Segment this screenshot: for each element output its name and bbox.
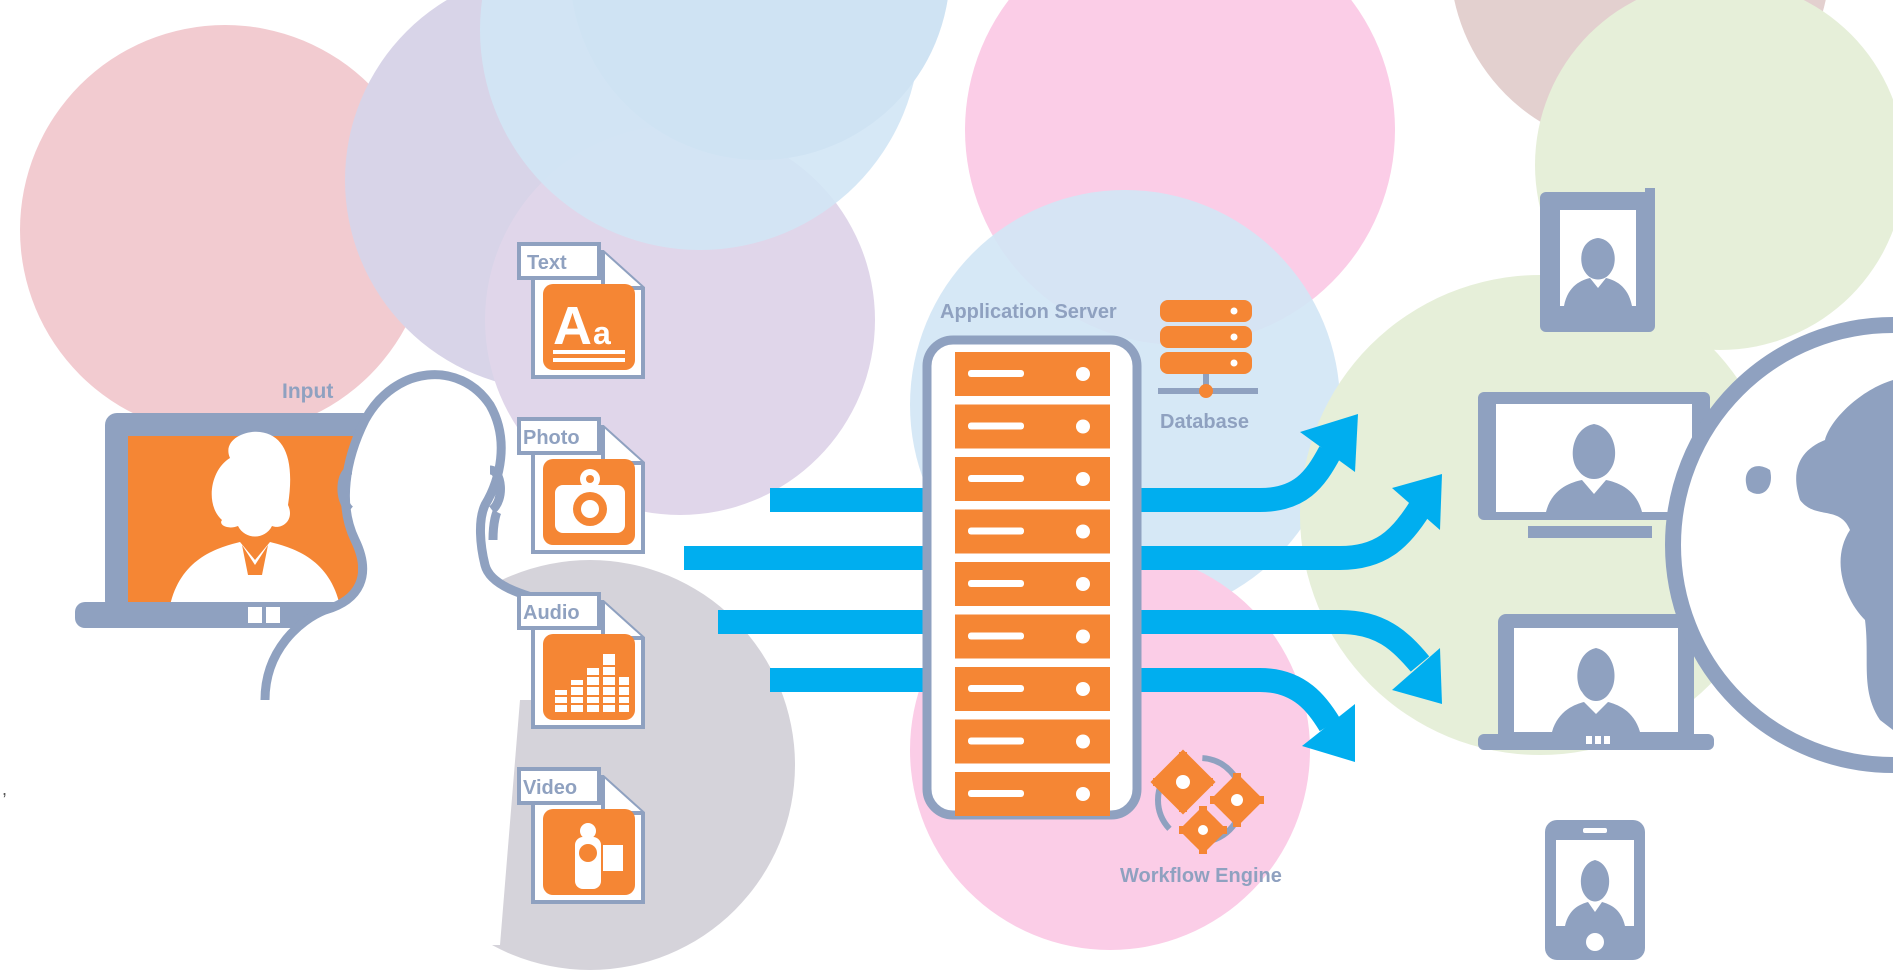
server-unit-led [1076,419,1090,434]
server-unit-slot [968,737,1024,745]
database-icon [1158,300,1258,398]
svg-text:A: A [553,296,592,356]
arrow-out-1 [1130,446,1341,512]
globe-icon [1665,317,1893,773]
server-unit-slot [968,422,1024,430]
tablet-icon [1540,188,1655,332]
file-icons: Text A a Photo Audio [517,242,645,904]
server-unit-led [1076,577,1090,591]
input-arrows [684,488,930,692]
file-video-icon: Video [517,767,645,904]
laptop-right-icon [1478,614,1714,750]
person-head-icon [260,370,562,945]
arrow-in-2 [684,546,930,570]
smartphone-icon [1545,820,1645,960]
server-unit-led [1076,682,1090,696]
file-audio-label: Audio [523,602,580,624]
output-arrows [1130,446,1431,732]
server-unit-led [1076,787,1090,801]
server-unit-led [1076,734,1090,749]
arrow-out-3 [1130,610,1430,672]
arrow-out-4 [1130,668,1341,732]
server-unit-led [1076,472,1090,486]
file-photo-icon: Photo [517,417,645,554]
server-rack-icon [922,335,1142,820]
file-video-label: Video [523,777,577,799]
server-unit-led [1076,524,1090,539]
server-unit-led [1076,367,1090,381]
bubble-blue-top2 [572,0,948,160]
stray-mark: , [2,779,7,799]
monitor-icon [1478,392,1710,538]
arrow-out-2 [1130,501,1431,570]
file-photo-label: Photo [523,427,580,449]
input-label: Input [282,380,333,403]
server-unit-slot [968,475,1024,482]
server-unit-slot [968,580,1024,587]
arrow-in-1 [770,488,930,512]
server-unit-slot [968,370,1024,377]
arrow-in-3 [718,610,930,634]
app-server-label: Application Server [940,301,1117,323]
file-text-label: Text [527,252,567,274]
workflow-label: Workflow Engine [1120,865,1282,887]
laptop-icon [75,413,405,628]
file-text-icon: Text A a [517,242,645,379]
server-unit-slot [968,790,1024,797]
server-unit-slot [968,685,1024,692]
arrow-in-4 [770,668,930,692]
svg-text:a: a [593,315,611,351]
database-label: Database [1160,411,1249,433]
server-unit-slot [968,632,1024,640]
server-unit-slot [968,527,1024,535]
server-unit-led [1076,629,1090,644]
file-audio-icon: Audio [517,592,645,729]
bubble-pink [20,25,430,435]
